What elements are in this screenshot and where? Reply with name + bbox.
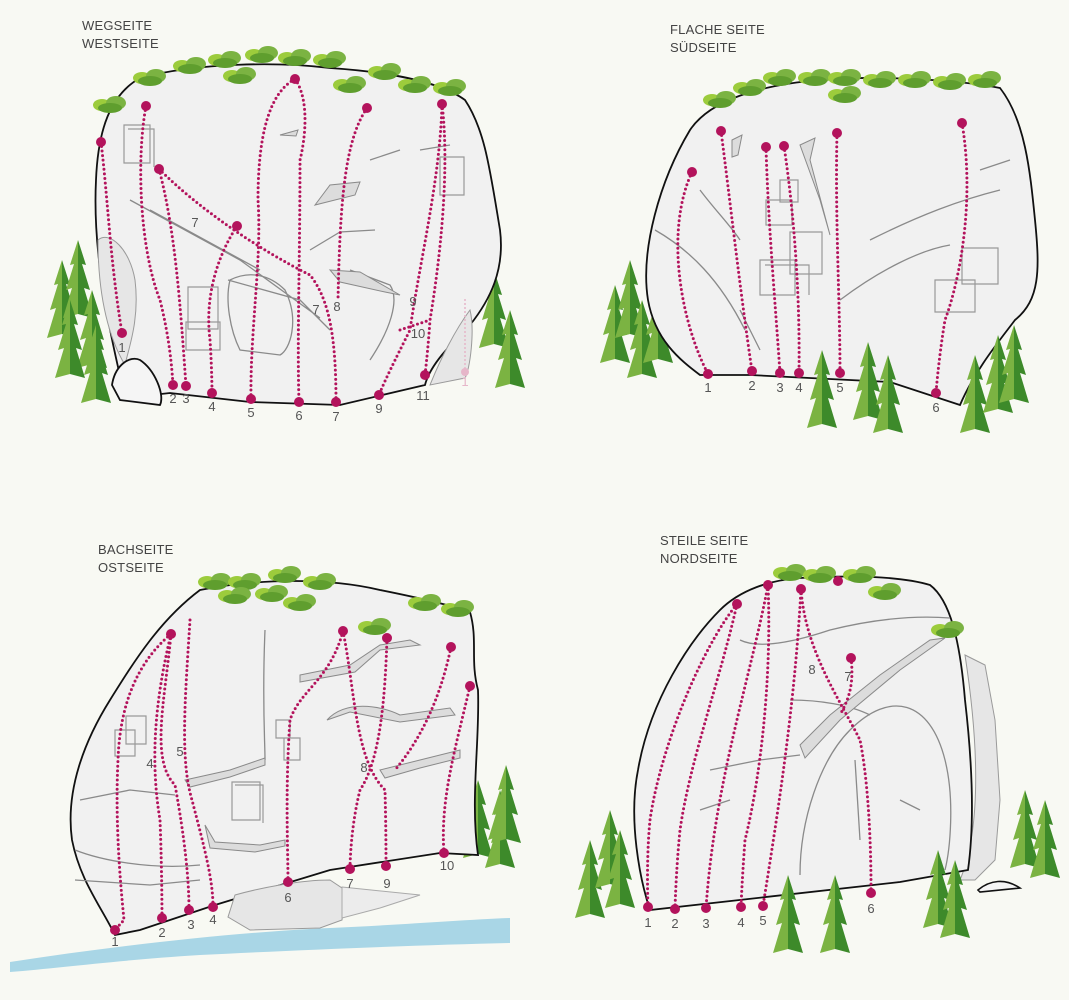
route-number: 8 (808, 662, 815, 677)
route-number: 7 (844, 669, 851, 684)
route-number: 1 (118, 340, 125, 355)
panel-title: FLACHE SEITE (670, 22, 765, 37)
route-number: 1 (704, 380, 711, 395)
routes (646, 583, 873, 911)
route-number: 5 (176, 744, 183, 759)
panel-title: WEGSEITE (82, 18, 152, 33)
route-number: 2 (158, 925, 165, 940)
route-numbers: 1 2 3 4 5 6 (704, 378, 939, 415)
route-number: 4 (208, 399, 215, 414)
route-number: 10 (440, 858, 454, 873)
route-number: 5 (759, 913, 766, 928)
route-number: 7 (332, 409, 339, 424)
route-number: 3 (182, 391, 189, 406)
route-number: 2 (748, 378, 755, 393)
route-number: 9 (375, 401, 382, 416)
route-number: 6 (295, 408, 302, 423)
route-number: 3 (776, 380, 783, 395)
panel-subtitle: OSTSEITE (98, 560, 164, 575)
route-number: 6 (932, 400, 939, 415)
route-number: 8 (333, 299, 340, 314)
route-number: 2 (671, 916, 678, 931)
boulder-rock (227, 879, 346, 931)
route-numbers: 1 2 3 4 6 7 9 10 4 5 8 (111, 744, 454, 949)
route-number: 4 (146, 756, 153, 771)
routes (676, 121, 969, 395)
route-numbers: 1 2 3 4 5 6 8 7 (644, 662, 874, 931)
route-number: 7 (346, 876, 353, 891)
route-number: 3 (702, 916, 709, 931)
route-number: 11 (416, 388, 430, 403)
panel-subtitle: NORDSEITE (660, 551, 738, 566)
panel-subtitle: SÜDSEITE (670, 40, 737, 55)
route-number: 1 (111, 934, 118, 949)
panel-subtitle: WESTSEITE (82, 36, 159, 51)
route-number: 1 (461, 374, 468, 389)
boulder-outline (69, 580, 480, 937)
panel-ostseite: BACHSEITE OSTSEITE (10, 542, 521, 972)
panel-nordseite: STEILE SEITE NORDSEITE 1 (575, 533, 1060, 953)
route-number: 6 (284, 890, 291, 905)
panel-suedseite: FLACHE SEITE SÜDSEITE 1 2 (600, 22, 1039, 433)
route-number: 9 (383, 876, 390, 891)
route-number: 7 (312, 302, 319, 317)
route-number: 2 (169, 391, 176, 406)
panel-westseite: WEGSEITE WESTSEITE (47, 18, 525, 424)
route-number: 6 (867, 901, 874, 916)
route-number: 3 (187, 917, 194, 932)
routes (99, 77, 469, 404)
route-number: 10 (411, 326, 425, 341)
route-dots (643, 576, 876, 914)
route-number: 4 (737, 915, 744, 930)
route-number: 1 (644, 915, 651, 930)
route-number: 5 (247, 405, 254, 420)
route-number: 5 (836, 380, 843, 395)
route-number: 7 (191, 215, 198, 230)
boulder-outline (645, 77, 1039, 407)
route-dots (96, 74, 447, 407)
route-number: 9 (409, 294, 416, 309)
panel-title: BACHSEITE (98, 542, 174, 557)
route-dots (110, 626, 475, 935)
route-number: 4 (209, 912, 216, 927)
routes (113, 618, 472, 932)
panel-title: STEILE SEITE (660, 533, 749, 548)
route-dots (687, 118, 967, 398)
stream (10, 918, 510, 972)
route-number: 8 (360, 760, 367, 775)
route-number: 4 (795, 380, 802, 395)
route-numbers: 1 2 3 4 5 6 7 9 11 7 7 8 9 10 1 (118, 215, 468, 424)
